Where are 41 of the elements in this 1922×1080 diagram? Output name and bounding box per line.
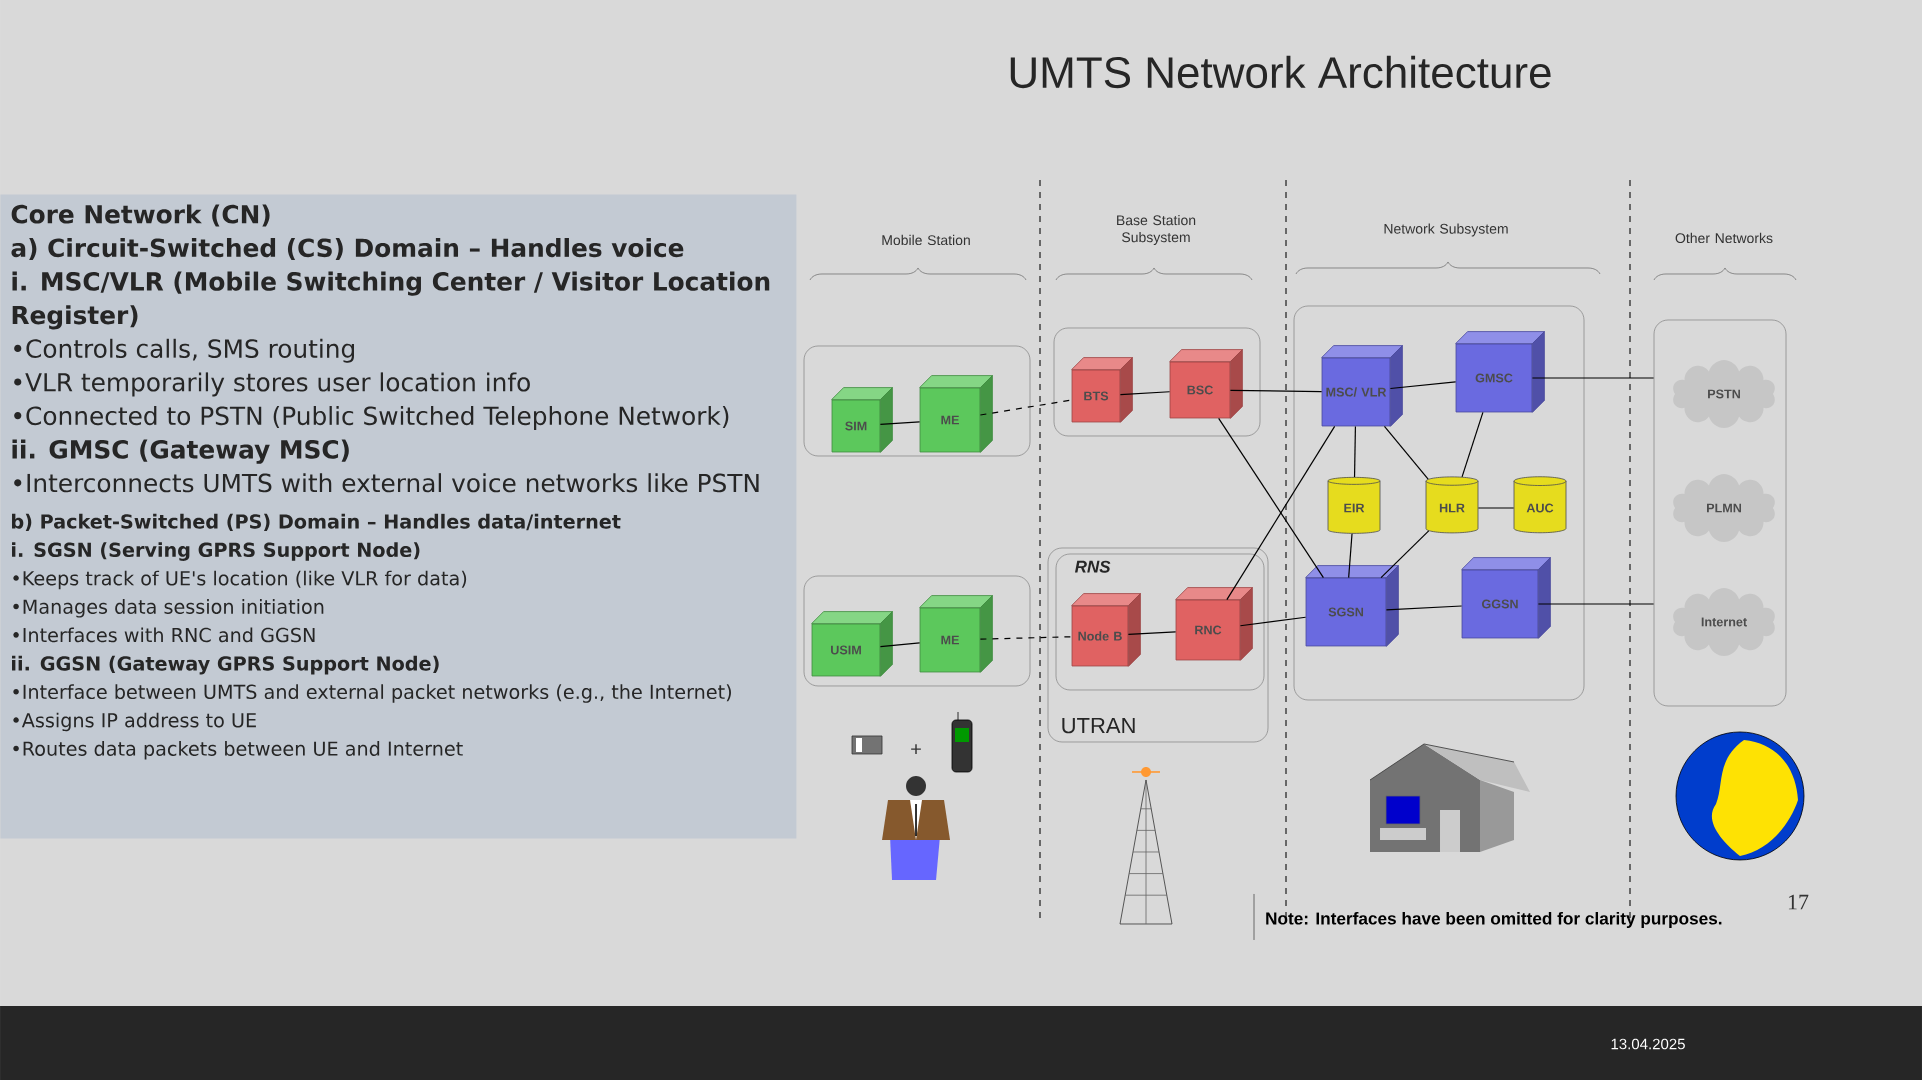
connector-line <box>1348 533 1353 579</box>
bullet-text: •Interfaces with RNC and GGSN <box>13 627 315 643</box>
bullet-text: •Connected to PSTN (Public Switched Telephone Network) <box>14 406 729 430</box>
bullet-text: •Routes data packets between UE and Internet <box>13 741 463 760</box>
connector-line <box>1127 631 1177 635</box>
connector-line <box>879 642 921 648</box>
connector-line <box>1239 616 1307 627</box>
connector-line <box>1461 411 1484 478</box>
connector-line <box>979 636 1073 640</box>
slide-title: UMTS Network Architecture <box>1010 55 1551 89</box>
connector-line <box>1229 389 1323 393</box>
bullet-text: •Manages data session initiation <box>13 599 324 618</box>
section-heading: ii. GGSN (Gateway GPRS Support Node) <box>12 655 439 675</box>
connector-line <box>1119 391 1171 396</box>
bullet-text: •Controls calls, SMS routing <box>14 338 354 363</box>
connector-line <box>1218 417 1324 579</box>
connector-line <box>1380 530 1430 579</box>
bullet-text: •VLR temporarily stores user location info <box>14 372 530 397</box>
connector-line <box>1531 377 1655 379</box>
section-heading: i. SGSN (Serving GPRS Support Node) <box>12 542 420 561</box>
page-number: 17 <box>1788 894 1809 910</box>
bullet-text: •Interconnects UMTS with external voice networks like PSTN <box>14 473 759 493</box>
connector-line <box>1226 425 1336 601</box>
bullet-text: •Keeps track of UE's location (like VLR for data) <box>13 570 467 590</box>
section-heading: b) Packet-Switched (PS) Domain – Handles data/internet <box>12 513 621 531</box>
connector-line <box>979 399 1073 416</box>
section-heading: Core Network (CN) <box>11 204 270 227</box>
plus-sign: + <box>911 744 921 754</box>
connector-line <box>879 421 921 426</box>
connector-line <box>1389 381 1457 390</box>
section-heading: i. MSC/VLR (Mobile Switching Center / Visitor Location Register) <box>12 271 770 330</box>
bullet-text: •Interface between UMTS and external packet networks (e.g., the Internet) <box>13 684 731 703</box>
connector-line <box>1353 425 1356 478</box>
connector-line <box>1385 605 1463 611</box>
note-text: Note: Interfaces have been omitted for clarity purposes. <box>1266 912 1722 928</box>
section-heading: ii. GMSC (Gateway MSC) <box>12 439 349 464</box>
connector-line <box>1537 603 1655 605</box>
connector-line <box>1477 507 1515 509</box>
section-heading: a) Circuit-Switched (CS) Domain – Handles voice <box>11 238 684 261</box>
connector-line <box>1383 425 1429 480</box>
bullet-text: •Assigns IP address to UE <box>13 712 256 732</box>
